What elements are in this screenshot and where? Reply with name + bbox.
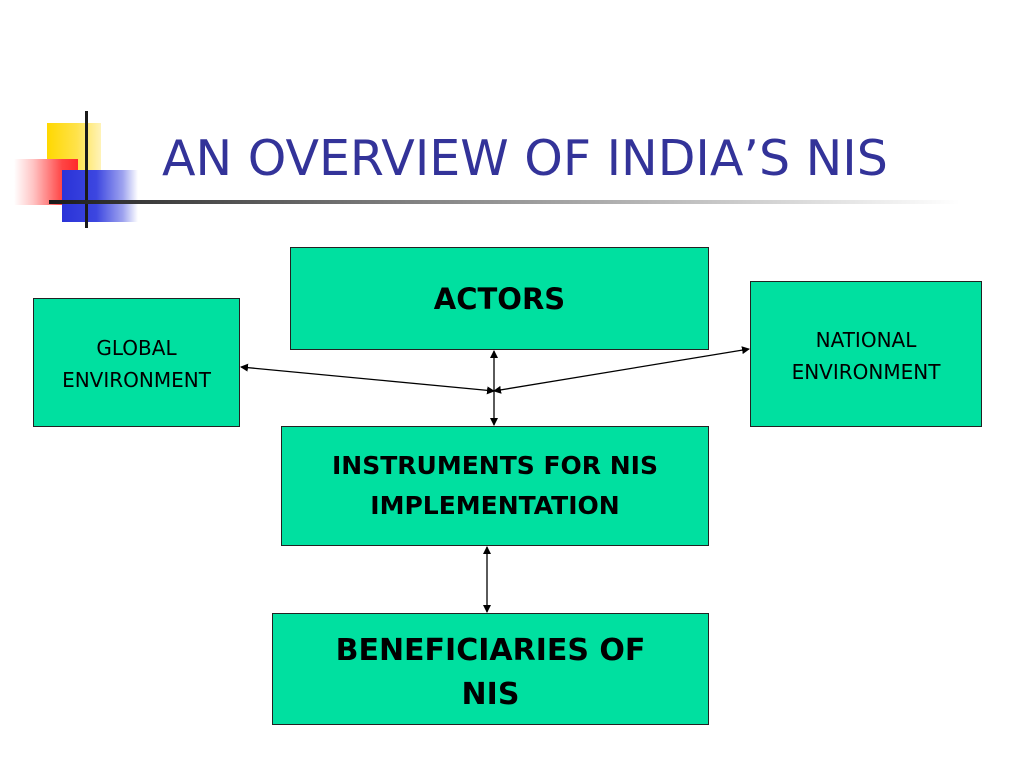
instruments-line-2: IMPLEMENTATION <box>370 491 620 520</box>
beneficiaries-line-2: NIS <box>461 677 520 712</box>
slide-title: AN OVERVIEW OF INDIA’S NIS <box>162 130 888 187</box>
title-underline-rule <box>49 200 960 204</box>
beneficiaries-line-1: BENEFICIARIES OF <box>335 633 646 668</box>
national-environment-line-2: ENVIRONMENT <box>791 360 941 384</box>
connector-national-center <box>493 346 750 394</box>
national-environment-box: NATIONAL ENVIRONMENT <box>750 281 982 427</box>
connector-global-center <box>240 363 495 395</box>
global-environment-box: GLOBAL ENVIRONMENT <box>33 298 240 427</box>
beneficiaries-box: BENEFICIARIES OF NIS <box>272 613 709 725</box>
instruments-line-1: INSTRUMENTS FOR NIS <box>332 451 658 480</box>
logo-vertical-rule <box>85 111 88 228</box>
logo-square-blue-icon <box>62 170 138 222</box>
global-environment-line-2: ENVIRONMENT <box>62 368 211 392</box>
global-environment-line-1: GLOBAL <box>96 336 177 360</box>
national-environment-line-1: NATIONAL <box>815 328 917 352</box>
actors-box: ACTORS <box>290 247 709 350</box>
instruments-box: INSTRUMENTS FOR NIS IMPLEMENTATION <box>281 426 709 546</box>
actors-label: ACTORS <box>433 282 566 316</box>
